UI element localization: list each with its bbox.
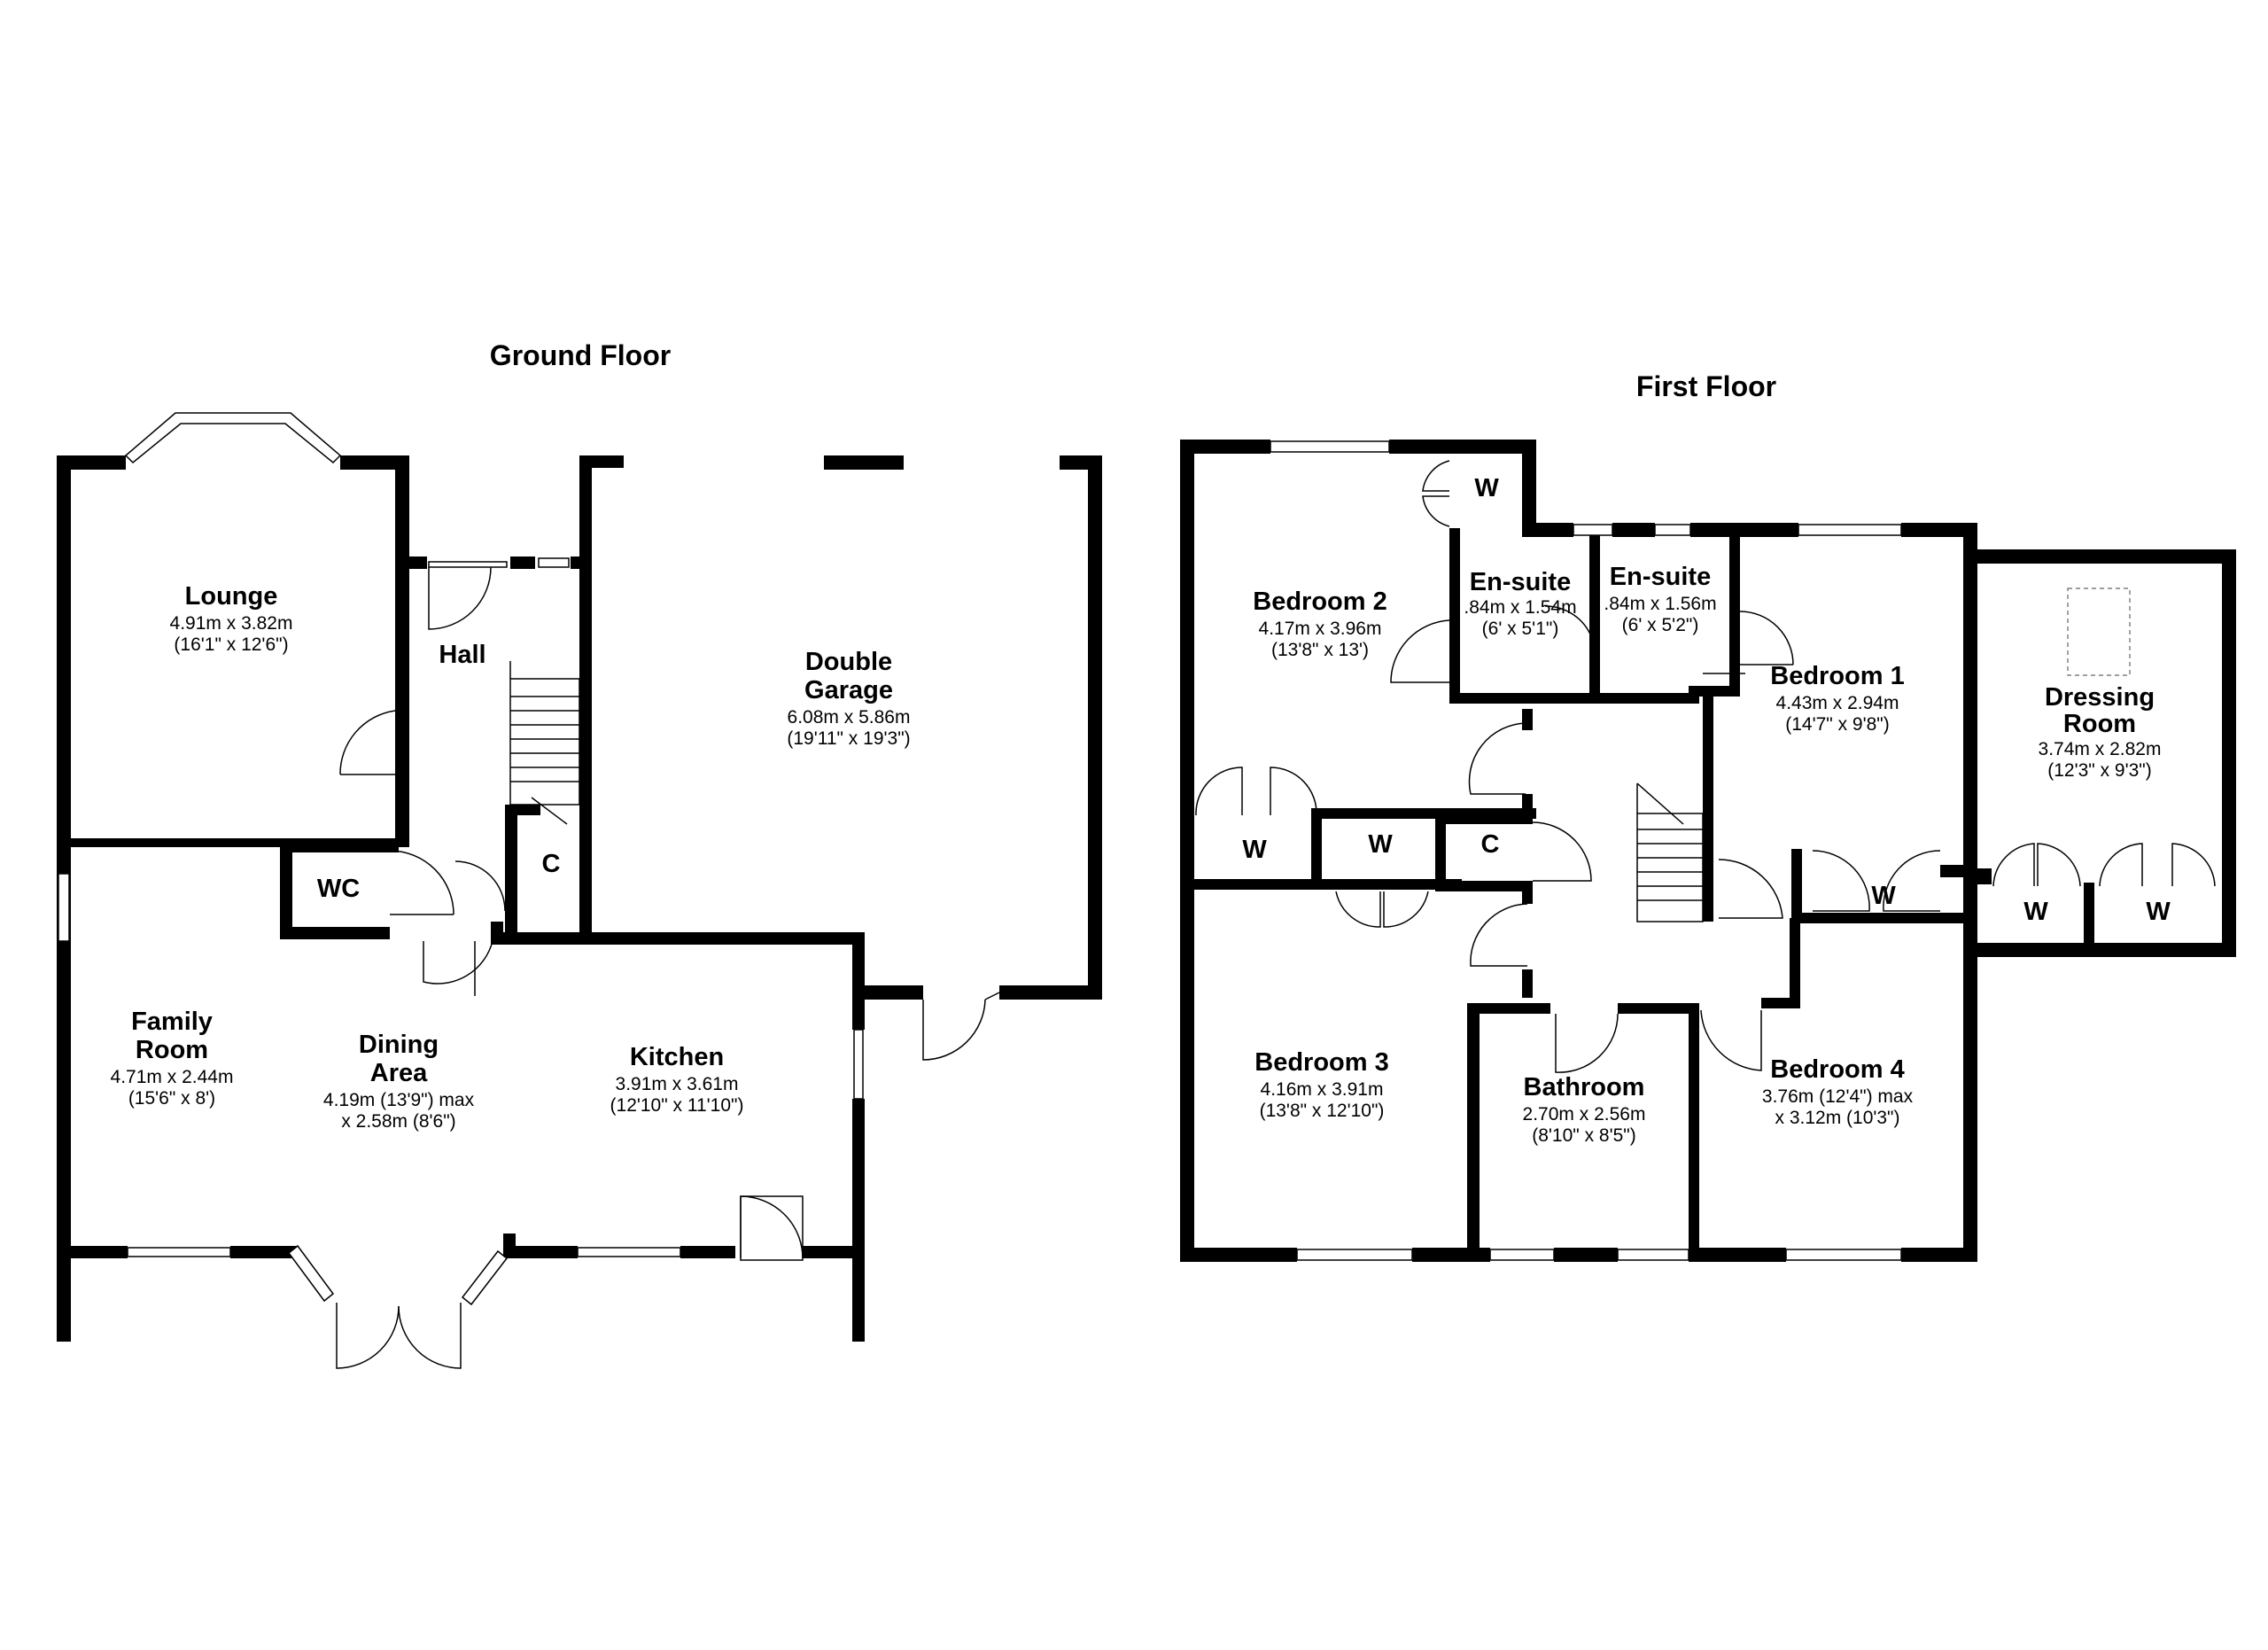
bathroom-label: Bathroom 2.70m x 2.56m (8'10" x 8'5") xyxy=(1523,1073,1646,1146)
bedroom3-metric: 4.16m x 3.91m xyxy=(1261,1079,1384,1100)
dressing-metric: 3.74m x 2.82m xyxy=(2039,739,2162,759)
dining-imperial: x 2.58m (8'6") xyxy=(341,1111,455,1132)
family-room-label: Family Room 4.71m x 2.44m (15'6" x 8') xyxy=(111,1008,234,1109)
dressing-name-line1: Dressing xyxy=(2045,683,2155,712)
bathroom-imperial: (8'10" x 8'5") xyxy=(1532,1125,1635,1146)
first-floor-title: First Floor xyxy=(1636,370,1776,402)
bedroom3-imperial: (13'8" x 12'10") xyxy=(1260,1101,1385,1121)
ensuite-a-name: En-suite xyxy=(1470,568,1571,596)
garage-metric: 6.08m x 5.86m xyxy=(788,707,911,728)
ground-floor-doors xyxy=(336,561,1000,1369)
dining-area-label: Dining Area 4.19m (13'9") max x 2.58m (8… xyxy=(323,1031,475,1132)
bedroom2-metric: 4.17m x 3.96m xyxy=(1259,619,1382,639)
wardrobe-top-name: W xyxy=(1474,474,1499,502)
lounge-name: Lounge xyxy=(185,582,278,611)
kitchen-name: Kitchen xyxy=(630,1043,724,1071)
wardrobe-b2-name: W xyxy=(1242,836,1267,864)
lounge-bay-window xyxy=(124,412,342,464)
first-floor-windows xyxy=(1270,440,1902,1261)
ensuite-a-imperial: (6' x 5'1") xyxy=(1482,619,1559,639)
ensuite-b-name: En-suite xyxy=(1610,563,1711,591)
dressing-room-label: Dressing Room 3.74m x 2.82m (12'3" x 9'3… xyxy=(2039,683,2162,781)
garage-label: Double Garage 6.08m x 5.86m (19'11" x 19… xyxy=(787,648,910,749)
dressing-skylight xyxy=(2067,588,2131,676)
dining-name-line2: Area xyxy=(370,1059,428,1087)
first-floor-stairs xyxy=(1636,782,1704,922)
wc-name: WC xyxy=(317,875,360,903)
wardrobe-b1-name: W xyxy=(1871,882,1896,910)
family-name-line1: Family xyxy=(131,1008,213,1036)
dressing-name-line2: Room xyxy=(2063,710,2136,738)
bedroom2-label: Bedroom 2 4.17m x 3.96m (13'8" x 13') xyxy=(1253,588,1386,660)
ensuite-a-metric: .84m x 1.54m xyxy=(1464,597,1576,618)
lounge-label: Lounge 4.91m x 3.82m (16'1" x 12'6") xyxy=(170,582,293,655)
hall-name: Hall xyxy=(439,641,485,669)
lounge-imperial: (16'1" x 12'6") xyxy=(174,634,288,655)
kitchen-metric: 3.91m x 3.61m xyxy=(616,1074,739,1094)
ground-floor: Ground Floor xyxy=(57,339,1102,1369)
garage-name-line2: Garage xyxy=(804,676,893,704)
kitchen-label: Kitchen 3.91m x 3.61m (12'10" x 11'10") xyxy=(610,1043,744,1116)
first-floor: First Floor xyxy=(1180,370,2236,1262)
bedroom3-label: Bedroom 3 4.16m x 3.91m (13'8" x 12'10") xyxy=(1254,1048,1388,1121)
bedroom3-name: Bedroom 3 xyxy=(1254,1048,1388,1077)
cupboard-name: C xyxy=(542,850,561,878)
dining-metric: 4.19m (13'9") max xyxy=(323,1090,475,1110)
family-name-line2: Room xyxy=(136,1036,208,1064)
dressing-imperial: (12'3" x 9'3") xyxy=(2047,760,2151,781)
first-floor-walls xyxy=(1180,440,2236,1262)
garage-imperial: (19'11" x 19'3") xyxy=(787,728,910,749)
lounge-metric: 4.91m x 3.82m xyxy=(170,613,293,634)
garage-name-line1: Double xyxy=(805,648,892,676)
bathroom-name: Bathroom xyxy=(1524,1073,1645,1101)
bedroom2-imperial: (13'8" x 13') xyxy=(1271,640,1369,660)
first-floor-doors xyxy=(1195,460,2216,1073)
ensuite-b-imperial: (6' x 5'2") xyxy=(1622,615,1699,635)
ground-floor-title: Ground Floor xyxy=(490,339,671,371)
bedroom1-metric: 4.43m x 2.94m xyxy=(1776,693,1899,713)
bedroom4-label: Bedroom 4 3.76m (12'4") max x 3.12m (10'… xyxy=(1762,1055,1914,1128)
kitchen-imperial: (12'10" x 11'10") xyxy=(610,1095,744,1116)
family-metric: 4.71m x 2.44m xyxy=(111,1067,234,1087)
dining-name-line1: Dining xyxy=(359,1031,439,1059)
bedroom1-label: Bedroom 1 4.43m x 2.94m (14'7" x 9'8") xyxy=(1770,662,1904,735)
bedroom4-name: Bedroom 4 xyxy=(1770,1055,1904,1084)
ground-floor-windows xyxy=(58,412,864,1306)
cupboard-landing-name: C xyxy=(1481,830,1500,859)
wardrobe-dressing-2-name: W xyxy=(2146,898,2171,926)
ensuite-b-label: En-suite .84m x 1.56m (6' x 5'2") xyxy=(1604,563,1716,635)
ground-floor-stairs xyxy=(509,661,580,825)
wardrobe-landing-name: W xyxy=(1368,830,1393,859)
family-imperial: (15'6" x 8') xyxy=(128,1088,215,1109)
bathroom-metric: 2.70m x 2.56m xyxy=(1523,1104,1646,1125)
ensuite-b-metric: .84m x 1.56m xyxy=(1604,594,1716,614)
ground-floor-walls xyxy=(57,455,1102,1342)
bedroom2-name: Bedroom 2 xyxy=(1253,588,1386,616)
bedroom4-metric: 3.76m (12'4") max xyxy=(1762,1086,1914,1107)
wardrobe-dressing-1-name: W xyxy=(2023,898,2048,926)
bedroom1-name: Bedroom 1 xyxy=(1770,662,1904,690)
bedroom4-imperial: x 3.12m (10'3") xyxy=(1775,1108,1899,1128)
ensuite-a-label: En-suite .84m x 1.54m (6' x 5'1") xyxy=(1464,568,1576,639)
bedroom1-imperial: (14'7" x 9'8") xyxy=(1785,714,1889,735)
